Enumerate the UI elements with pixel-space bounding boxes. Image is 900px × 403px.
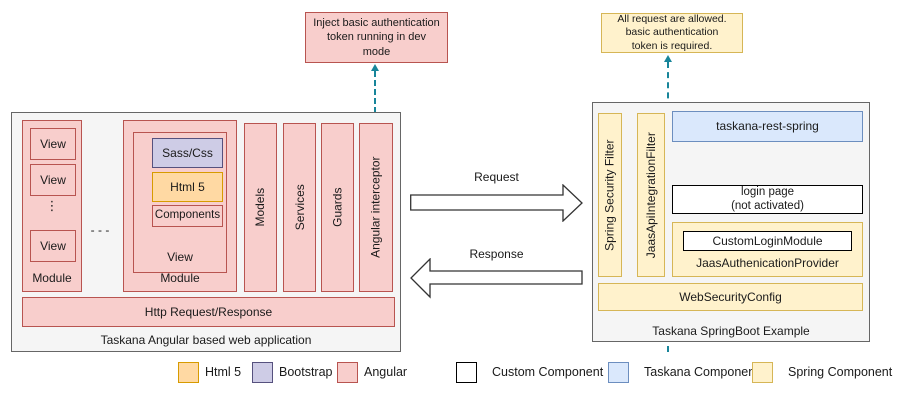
login-page-sublabel: (not activated) xyxy=(731,199,804,212)
legend-label-bootstrap: Bootstrap xyxy=(279,365,333,379)
web-security-config-label: WebSecurityConfig xyxy=(679,289,782,304)
guards-label: Guards xyxy=(330,187,345,228)
view-label: View xyxy=(40,136,66,151)
guards-column: Guards xyxy=(321,123,354,292)
taskana-rest-spring-box: taskana-rest-spring xyxy=(672,111,863,142)
response-arrow xyxy=(410,258,583,299)
module-label: Module xyxy=(32,271,72,285)
taskana-rest-spring-label: taskana-rest-spring xyxy=(716,119,819,134)
components-label: Components xyxy=(154,209,221,222)
components-box: Components xyxy=(152,205,223,227)
note-line: token running in dev xyxy=(326,31,427,44)
models-column: Models xyxy=(244,123,277,292)
angular-interceptor-label: Angular interceptor xyxy=(368,156,383,259)
legend-label-custom: Custom Component xyxy=(492,365,604,379)
services-column: Services xyxy=(283,123,316,292)
web-security-config-bar: WebSecurityConfig xyxy=(598,283,863,311)
login-page-box: login page (not activated) xyxy=(672,185,863,214)
sass-css-box: Sass/Css xyxy=(152,138,223,168)
response-label: Response xyxy=(469,247,524,261)
request-label: Request xyxy=(474,170,519,184)
note-line: Inject basic authentication xyxy=(313,17,440,30)
view-box: View xyxy=(30,164,76,196)
view-label: View xyxy=(167,250,193,264)
dev-mode-note: Inject basic authentication token runnin… xyxy=(305,12,448,63)
models-label: Models xyxy=(253,188,268,227)
html5-label: Html 5 xyxy=(170,179,205,194)
legend-swatch-html5 xyxy=(178,362,199,383)
auth-required-note: All request are allowed. basic authentic… xyxy=(601,13,743,53)
note-line: mode xyxy=(362,45,391,58)
jaas-authenication-provider-label: JaasAuthenicationProvider xyxy=(696,256,839,270)
module-label: Module xyxy=(160,271,200,285)
jaas-api-integration-filter-label: JaasApiIntegrationFilter xyxy=(643,131,658,259)
legend-label-html5: Html 5 xyxy=(205,365,242,379)
legend-label-taskana: Taskana Component xyxy=(644,365,759,379)
http-request-response-bar: Http Request/Response xyxy=(22,297,395,327)
sass-css-label: Sass/Css xyxy=(162,145,213,160)
view-label: View xyxy=(40,172,66,187)
services-label: Services xyxy=(292,184,307,231)
angular-interceptor-column: Angular interceptor xyxy=(359,123,393,292)
dashed-arrowhead-up-icon xyxy=(664,55,672,62)
request-arrow xyxy=(410,184,583,222)
springboot-app-title: Taskana SpringBoot Example xyxy=(652,324,810,338)
legend-swatch-custom xyxy=(456,362,477,383)
jaas-api-integration-filter-column: JaasApiIntegrationFilter xyxy=(637,113,665,277)
angular-app-title: Taskana Angular based web application xyxy=(100,333,312,347)
view-label: View xyxy=(40,238,66,253)
legend-swatch-bootstrap xyxy=(252,362,273,383)
legend-swatch-angular xyxy=(337,362,358,383)
html5-box: Html 5 xyxy=(152,172,223,202)
legend-label-angular: Angular xyxy=(364,365,408,379)
spring-security-filter-column: Spring Security Filter xyxy=(598,113,622,277)
legend-swatch-spring xyxy=(752,362,773,383)
custom-login-module-label: CustomLoginModule xyxy=(712,233,823,248)
view-box: View xyxy=(30,128,76,160)
legend-swatch-taskana xyxy=(608,362,629,383)
spring-security-filter-label: Spring Security Filter xyxy=(602,139,617,251)
vertical-ellipsis: ⋮ xyxy=(45,198,59,213)
horizontal-ellipsis: - - - xyxy=(90,223,110,237)
legend-label-spring: Spring Component xyxy=(788,365,893,379)
dashed-arrowhead-up-icon xyxy=(371,64,379,71)
view-box: View xyxy=(30,230,76,262)
http-bar-label: Http Request/Response xyxy=(144,304,273,319)
note-line: basic authentication xyxy=(625,26,719,39)
dashed-connector-left xyxy=(374,71,376,122)
note-line: token is required. xyxy=(631,39,713,52)
login-page-label: login page xyxy=(740,185,795,198)
note-line: All request are allowed. xyxy=(617,12,727,25)
custom-login-module-box: CustomLoginModule xyxy=(683,231,852,251)
